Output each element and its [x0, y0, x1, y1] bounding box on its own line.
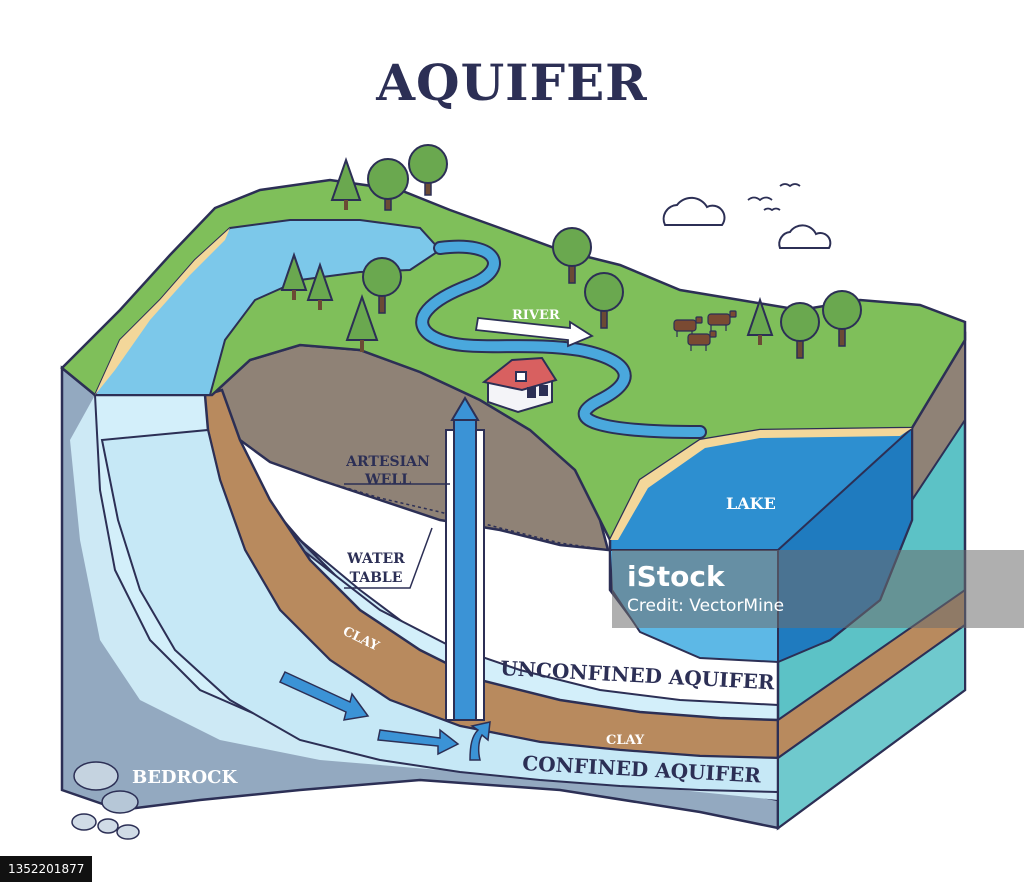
- tree-icon: [362, 257, 402, 314]
- cloud-icon: [778, 224, 832, 249]
- tree-icon: [822, 290, 862, 347]
- lake-shore: [610, 428, 912, 540]
- arrow-curve-icon: [469, 721, 491, 761]
- pine-tree-icon: [306, 261, 334, 310]
- watermark-band: [612, 550, 1024, 628]
- tree-icon: [408, 144, 448, 196]
- artesian-well: [445, 396, 485, 721]
- upper-lake-shore: [95, 228, 230, 395]
- water-table-label-line1: WATER: [346, 551, 405, 567]
- trees: [280, 144, 862, 359]
- confined-aquifer-band: [100, 428, 779, 794]
- artesian-well-label-line2: WELL: [364, 472, 411, 488]
- watermark-credit: Credit: VectorMine: [627, 596, 785, 616]
- river-label: RIVER: [512, 308, 560, 323]
- artesian-well-label-line1: ARTESIAN: [345, 454, 430, 470]
- birds-icon: [747, 183, 801, 212]
- tree-icon: [780, 302, 820, 359]
- arrow-up-icon: [450, 396, 480, 421]
- house-icon: [481, 356, 558, 414]
- arrow-right-icon: [377, 728, 460, 756]
- pine-tree-icon: [345, 293, 379, 352]
- cow-icon: [707, 310, 737, 331]
- river-water: [417, 241, 705, 437]
- clay-lower-label: CLAY: [606, 733, 645, 748]
- pine-tree-icon: [746, 296, 774, 345]
- water-table-label-line2: TABLE: [350, 570, 403, 586]
- cloud-icon: [662, 196, 726, 226]
- leader-lines: [344, 483, 450, 589]
- pine-tree-icon: [330, 156, 362, 210]
- image-id-badge: 1352201877: [0, 856, 93, 882]
- bedrock-label: BEDROCK: [132, 767, 239, 788]
- tree-icon: [584, 272, 624, 329]
- clouds: [662, 196, 832, 249]
- arrow-right-icon: [474, 317, 594, 348]
- pine-tree-icon: [280, 251, 308, 300]
- flow-arrows: [278, 671, 491, 761]
- cow-icon: [687, 330, 717, 351]
- pebbles: [71, 761, 140, 840]
- diagram-title: AQUIFER: [375, 53, 648, 112]
- watermark-logo: iStock: [627, 560, 725, 593]
- arrow-right-icon: [278, 671, 370, 721]
- cows: [673, 310, 737, 351]
- river-flow-arrow: [474, 317, 594, 348]
- lake-label: LAKE: [726, 494, 776, 513]
- tree-icon: [552, 227, 592, 284]
- right-face-aquifer: [777, 623, 966, 830]
- tree-icon: [367, 158, 409, 211]
